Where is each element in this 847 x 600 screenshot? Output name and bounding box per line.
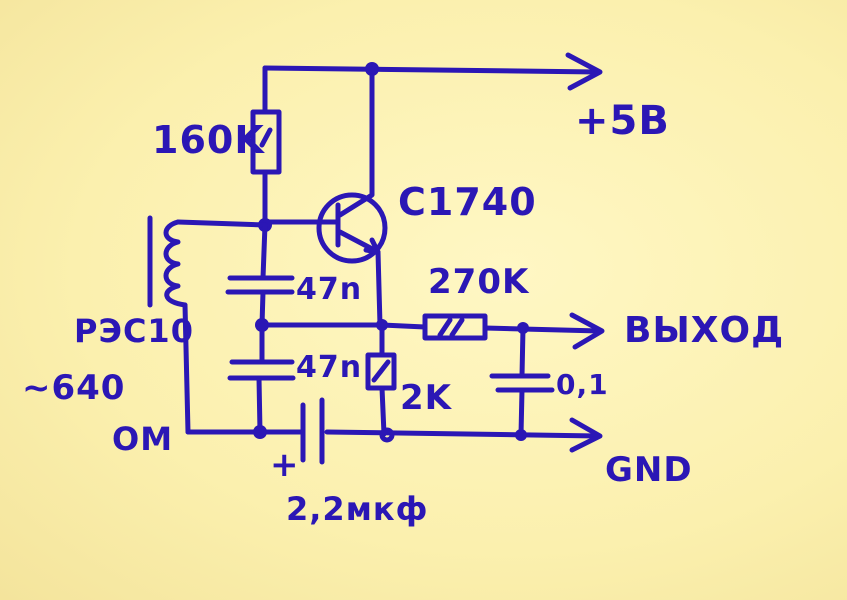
label-transistor: C1740 (398, 180, 537, 224)
label-270k: 270K (428, 262, 530, 302)
emitter-arrow (363, 237, 381, 255)
label-output: ВЫХОД (624, 310, 785, 351)
resistor-2k-mark (371, 359, 391, 383)
wire-c1-top (260, 222, 268, 281)
capacitor-0-1 (489, 373, 555, 393)
label-47n-upper: 47n (296, 272, 363, 307)
resistor-160k-mark (259, 127, 273, 148)
label-supply: +5B (575, 98, 670, 144)
junction-ground-left (253, 425, 267, 439)
resistor-270k-mark (437, 317, 465, 338)
label-coil-resistance: ~640 (22, 368, 126, 408)
label-160k: 160K (152, 118, 265, 162)
wire-c2-bottom (256, 375, 263, 435)
capacitor-47n-upper (225, 275, 295, 295)
transistor-collector (337, 66, 375, 218)
junction-ground-emitter (379, 427, 395, 443)
supply-rail (262, 65, 601, 75)
capacitor-2-2uf (300, 397, 325, 465)
output-wire (482, 325, 603, 334)
wire-coil-bottom (182, 302, 191, 435)
label-polarity-plus: + (270, 445, 300, 485)
label-2k: 2K (400, 378, 453, 418)
wire-r2k-bottom (379, 385, 387, 437)
wire-coil-top (175, 219, 268, 228)
label-47n-lower: 47n (296, 350, 363, 385)
label-gnd: GND (605, 450, 693, 490)
wire-r270k-left (379, 322, 428, 330)
label-2-2uf: 2,2мкф (286, 490, 429, 528)
ground-rail-right (324, 429, 601, 439)
relay-coil (163, 219, 188, 308)
label-0-1: 0,1 (556, 368, 609, 401)
output-arrow (569, 312, 605, 350)
capacitor-47n-lower (227, 359, 296, 381)
label-coil-unit: ОМ (112, 420, 174, 458)
label-relay: РЭС10 (74, 312, 194, 350)
supply-arrow (565, 52, 603, 91)
wire-c01-bottom (518, 387, 525, 438)
transistor-c1740 (316, 192, 388, 264)
ground-arrow (569, 417, 603, 453)
wire-c01-top (519, 325, 526, 379)
